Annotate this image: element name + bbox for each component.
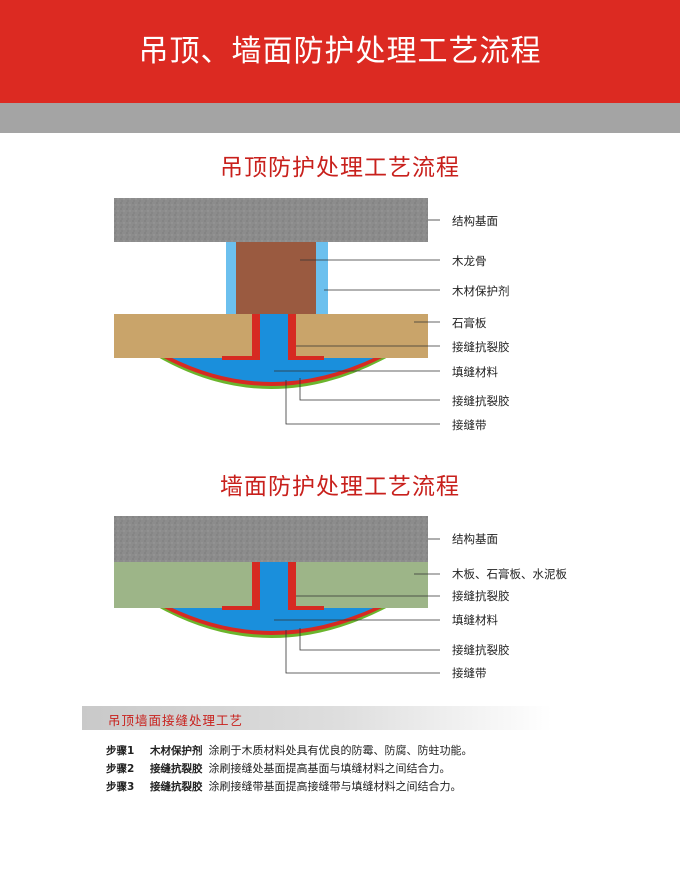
step-description: 涂刷接缝处基面提高基面与填缝材料之间结合力。 bbox=[208, 762, 451, 775]
wall-label-crack-glue-2: 接缝抗裂胶 bbox=[452, 643, 510, 657]
process-step-2: 步骤2 接缝抗裂胶涂刷接缝处基面提高基面与填缝材料之间结合力。 bbox=[106, 760, 473, 778]
wall-label-joint-tape: 接缝带 bbox=[452, 666, 487, 680]
wall-label-crack-glue-1: 接缝抗裂胶 bbox=[452, 589, 510, 603]
ceiling-label-wood-joist: 木龙骨 bbox=[452, 254, 487, 268]
process-section-bar: 吊顶墙面接缝处理工艺 bbox=[82, 706, 552, 730]
wall-board-right bbox=[296, 562, 428, 608]
ceiling-filler-joint bbox=[260, 314, 288, 364]
header-banner: 吊顶、墙面防护处理工艺流程 bbox=[0, 0, 680, 103]
ceiling-label-concrete-base: 结构基面 bbox=[452, 214, 498, 228]
page-title: 吊顶、墙面防护处理工艺流程 bbox=[138, 34, 542, 69]
ceiling-label-crack-glue-2: 接缝抗裂胶 bbox=[452, 394, 510, 408]
process-step-3: 步骤3 接缝抗裂胶涂刷接缝带基面提高接缝带与填缝材料之间结合力。 bbox=[106, 778, 473, 796]
process-steps: 步骤1 木材保护剂涂刷于木质材料处具有优良的防霉、防腐、防蛀功能。 步骤2 接缝抗裂… bbox=[106, 742, 473, 796]
ceiling-concrete-base bbox=[114, 198, 428, 242]
ceiling-label-crack-glue-1: 接缝抗裂胶 bbox=[452, 340, 510, 354]
wall-leader-lines bbox=[274, 538, 440, 674]
wall-filler-arc bbox=[168, 606, 378, 631]
wall-diagram bbox=[114, 516, 440, 674]
ceiling-gypsum-board-right bbox=[296, 314, 428, 358]
ceiling-label-gypsum-board: 石膏板 bbox=[452, 316, 487, 330]
wall-concrete-base bbox=[114, 516, 428, 562]
ceiling-diagram-title: 吊顶防护处理工艺流程 bbox=[220, 155, 460, 181]
step-number: 步骤2 bbox=[106, 763, 135, 775]
ceiling-leader-lines bbox=[274, 219, 440, 425]
step-number: 步骤1 bbox=[106, 745, 135, 757]
wall-label-boards: 木板、石膏板、水泥板 bbox=[452, 567, 567, 581]
wall-board-left bbox=[114, 562, 252, 608]
ceiling-diagram bbox=[114, 198, 440, 425]
ceiling-label-joint-tape: 接缝带 bbox=[452, 418, 487, 432]
step-name: 接缝抗裂胶 bbox=[150, 781, 203, 793]
process-step-1: 步骤1 木材保护剂涂刷于木质材料处具有优良的防霉、防腐、防蛀功能。 bbox=[106, 742, 473, 760]
wall-diagram-title: 墙面防护处理工艺流程 bbox=[220, 474, 460, 500]
step-name: 接缝抗裂胶 bbox=[150, 763, 203, 775]
step-description: 涂刷于木质材料处具有优良的防霉、防腐、防蛀功能。 bbox=[208, 744, 473, 757]
step-name: 木材保护剂 bbox=[150, 745, 203, 757]
wall-label-filler: 填缝材料 bbox=[452, 613, 498, 627]
ceiling-label-filler: 填缝材料 bbox=[452, 365, 498, 379]
header-grey-band bbox=[0, 103, 680, 133]
step-description: 涂刷接缝带基面提高接缝带与填缝材料之间结合力。 bbox=[208, 780, 462, 793]
ceiling-label-wood-preservative: 木材保护剂 bbox=[452, 284, 510, 298]
wall-filler-joint bbox=[260, 562, 288, 614]
ceiling-wood-joist bbox=[236, 242, 316, 314]
ceiling-filler-arc bbox=[168, 356, 378, 382]
step-number: 步骤3 bbox=[106, 781, 135, 793]
ceiling-gypsum-board-left bbox=[114, 314, 252, 358]
process-section-title: 吊顶墙面接缝处理工艺 bbox=[108, 713, 244, 728]
wall-label-concrete-base: 结构基面 bbox=[452, 532, 498, 546]
